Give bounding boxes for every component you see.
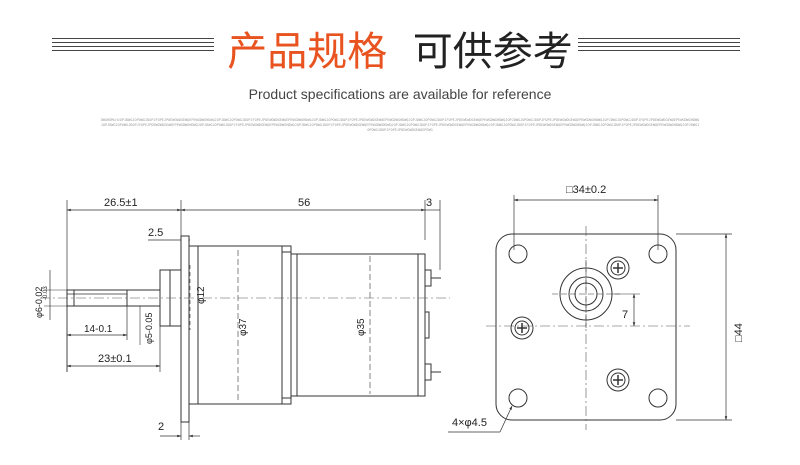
dim-flange-step: 2.5 bbox=[148, 227, 163, 239]
dim-overall-front: 26.5±1 bbox=[104, 197, 138, 209]
section-title: 产品规格 可供参考 bbox=[0, 28, 800, 76]
front-view-labels: □34±0.2 □44 7 4×φ4.5 bbox=[452, 184, 745, 429]
dim-offset: 7 bbox=[622, 309, 628, 321]
dim-boss-diameter: φ12 bbox=[196, 286, 207, 304]
title-rest: 可供参考 bbox=[412, 29, 573, 75]
dim-square-top: □34±0.2 bbox=[566, 184, 606, 196]
dim-motor-diameter: φ35 bbox=[356, 318, 367, 336]
dim-shaft-tolerance: -0.03 bbox=[43, 286, 49, 300]
side-view-labels: 26.5±1 56 3 2.5 φ6-0.02 -0.03 φ12 14-0.1… bbox=[34, 197, 432, 433]
dim-square-side: □44 bbox=[733, 323, 745, 342]
dim-shaft-diameter: φ6-0.02 bbox=[34, 287, 44, 318]
dim-body-length: 56 bbox=[298, 197, 310, 209]
side-view bbox=[40, 200, 450, 440]
front-view bbox=[448, 195, 732, 433]
dim-shaft-length: 23±0.1 bbox=[98, 353, 132, 365]
section-header: 产品规格 可供参考 Product specifications are ava… bbox=[0, 0, 800, 115]
dim-mounting-holes: 4×φ4.5 bbox=[452, 417, 487, 429]
title-highlight: 产品规格 bbox=[227, 29, 388, 75]
dim-flat-diameter: φ5-0.05 bbox=[144, 313, 154, 344]
section-subtitle: Product specifications are available for… bbox=[248, 86, 552, 102]
dim-flat-length: 14-0.1 bbox=[84, 324, 113, 335]
fine-print-text: DWGHDMLHJOPJDWGJOPOWGJDOPJFOPEJPDEWGWDGE… bbox=[100, 118, 700, 132]
dim-flange-thickness: 2 bbox=[158, 421, 164, 433]
decorative-lines-left bbox=[52, 38, 214, 52]
dim-rear: 3 bbox=[426, 197, 432, 209]
decorative-lines-right bbox=[578, 38, 740, 52]
dim-gearbox-diameter: φ37 bbox=[238, 318, 249, 336]
